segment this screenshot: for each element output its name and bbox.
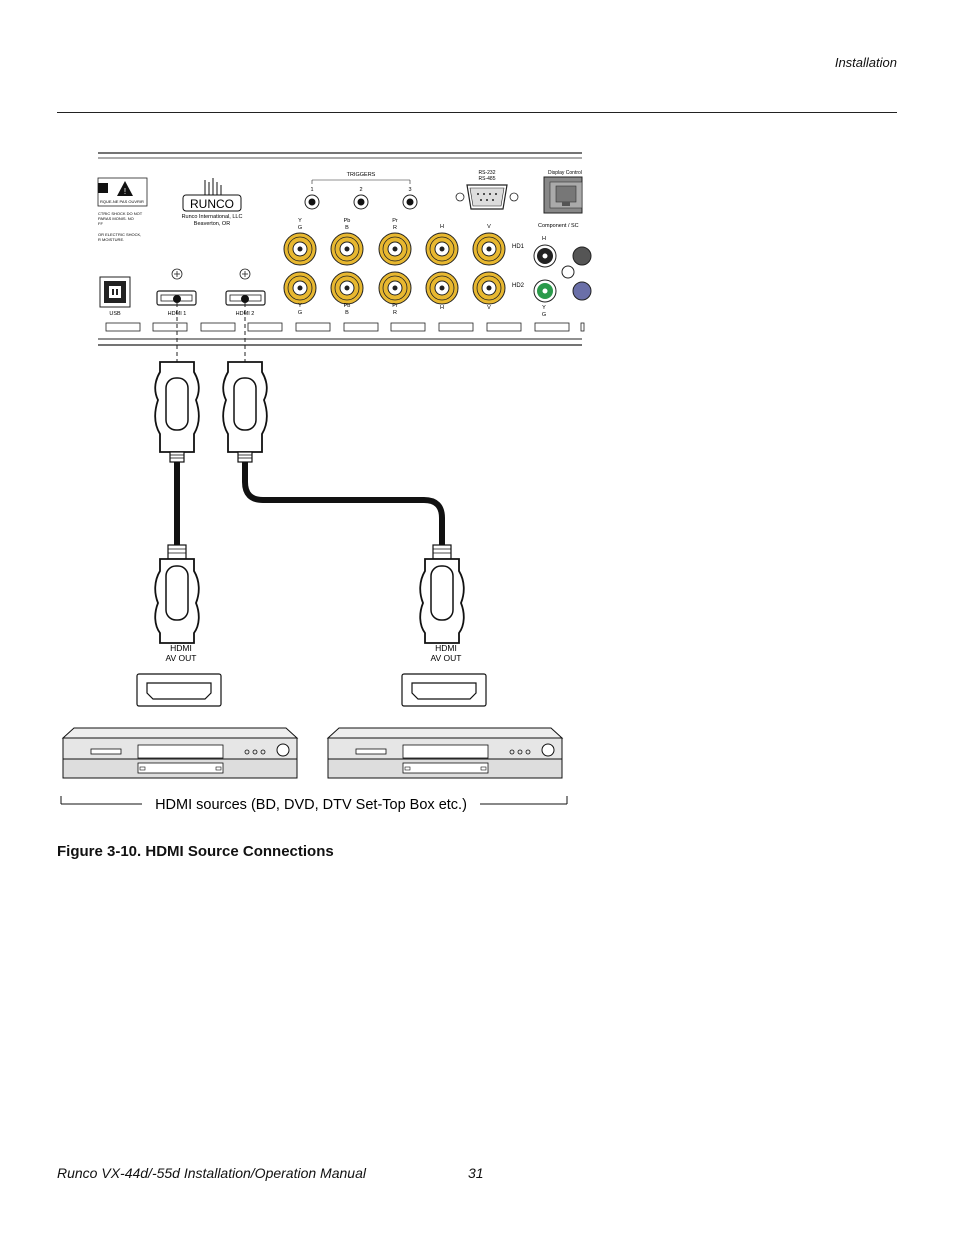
runco-logo: RUNCO Runco International, LLC Beaverton…	[182, 178, 243, 227]
warning-box-text: RQUE-NE PAS OUVRIR	[100, 199, 144, 204]
left-av-out-label: AV OUT	[165, 653, 196, 663]
right-hdmi-label: HDMI	[435, 643, 457, 653]
svg-text:B: B	[345, 225, 349, 231]
hdmi-port-1: HDMI 1	[156, 268, 197, 317]
bnc-connector	[283, 271, 317, 305]
sources-bracket: HDMI sources (BD, DVD, DTV Set-Top Box e…	[60, 796, 568, 813]
source-device-left: HDMI AV OUT	[61, 643, 299, 779]
warning-line-5: R MOISTURE.	[98, 237, 124, 242]
company-line-2: Beaverton, OR	[194, 221, 230, 227]
svg-text:B: B	[345, 310, 349, 316]
hdmi-cable-2	[222, 295, 465, 644]
svg-text:V: V	[487, 305, 491, 311]
svg-text:Pb: Pb	[344, 218, 351, 224]
component-g-label: G	[542, 312, 546, 318]
svg-text:Y: Y	[298, 303, 302, 309]
source-device-right: HDMI AV OUT	[326, 643, 564, 779]
bnc-connector	[330, 232, 364, 266]
warning-line-4: OR ELECTRIC SHOCK,	[98, 232, 141, 237]
hdmi-cable-1	[154, 295, 200, 644]
rs485-label: RS-485	[479, 176, 496, 182]
component-rca-ports: Component / SC H Y G	[533, 223, 592, 318]
header-rule	[57, 112, 897, 113]
svg-text:Pb: Pb	[344, 303, 351, 309]
bnc-connector	[378, 271, 412, 305]
component-y-label: Y	[542, 305, 546, 311]
hd2-label: HD2	[512, 283, 525, 289]
display-control-label: Display Control	[548, 170, 582, 176]
bnc-top-labels: Y G Pb B Pr R H V	[298, 218, 491, 231]
svg-text:G: G	[298, 225, 302, 231]
svg-text:H: H	[440, 224, 444, 230]
left-hdmi-label: HDMI	[170, 643, 192, 653]
svg-text:Pr: Pr	[392, 218, 398, 224]
triggers-group: TRIGGERS 1 2 3	[304, 172, 418, 210]
label-slots	[105, 322, 585, 332]
svg-text:V: V	[487, 224, 491, 230]
bnc-connector	[425, 232, 459, 266]
trigger-1-label: 1	[310, 187, 313, 193]
footer-page-number: 31	[468, 1165, 484, 1181]
component-label: Component / SC	[538, 223, 579, 229]
svg-text:R: R	[393, 310, 397, 316]
svg-text:!: !	[124, 187, 126, 196]
bnc-connectors	[283, 232, 506, 305]
company-line-1: Runco International, LLC	[182, 214, 243, 220]
trigger-2-label: 2	[359, 187, 362, 193]
warning-label: ! RQUE-NE PAS OUVRIR CTRIC SHOCK DO NOT …	[97, 177, 148, 242]
svg-text:R: R	[393, 225, 397, 231]
bnc-bottom-labels: Y G Pb B Pr R H V	[298, 303, 491, 316]
trigger-3-label: 3	[408, 187, 411, 193]
bnc-connector	[472, 232, 506, 266]
hdmi-connection-figure: ! RQUE-NE PAS OUVRIR CTRIC SHOCK DO NOT …	[60, 152, 592, 813]
svg-text:Pr: Pr	[392, 303, 398, 309]
warning-line-3: FF	[98, 221, 103, 226]
component-h-label: H	[542, 236, 546, 242]
svg-text:H: H	[440, 305, 444, 311]
figure-caption: Figure 3-10. HDMI Source Connections	[57, 843, 334, 860]
sources-bracket-label: HDMI sources (BD, DVD, DTV Set-Top Box e…	[155, 797, 467, 813]
usb-port: USB	[99, 276, 131, 317]
warning-line-1: CTRIC SHOCK DO NOT	[98, 211, 143, 216]
triggers-label: TRIGGERS	[347, 172, 376, 178]
footer-manual-title: Runco VX-44d/-55d Installation/Operation…	[57, 1165, 366, 1181]
bnc-connector	[378, 232, 412, 266]
display-control-port: Display Control	[543, 170, 583, 214]
svg-text:Y: Y	[298, 218, 302, 224]
rs232-label: RS-232	[479, 170, 496, 176]
hd1-label: HD1	[512, 244, 525, 250]
rear-panel: ! RQUE-NE PAS OUVRIR CTRIC SHOCK DO NOT …	[97, 152, 592, 346]
warning-line-2: PARAS MONIS. NO	[98, 216, 134, 221]
brand-logo-text: RUNCO	[190, 197, 234, 211]
svg-text:G: G	[298, 310, 302, 316]
hdmi-port-2: HDMI 2	[225, 268, 266, 317]
bnc-connector	[472, 271, 506, 305]
bnc-connector	[425, 271, 459, 305]
usb-label: USB	[109, 311, 121, 317]
rs232-port: RS-232 RS-485	[455, 170, 519, 210]
bnc-connector	[283, 232, 317, 266]
right-av-out-label: AV OUT	[430, 653, 461, 663]
bnc-connector	[330, 271, 364, 305]
section-header: Installation	[834, 55, 897, 70]
